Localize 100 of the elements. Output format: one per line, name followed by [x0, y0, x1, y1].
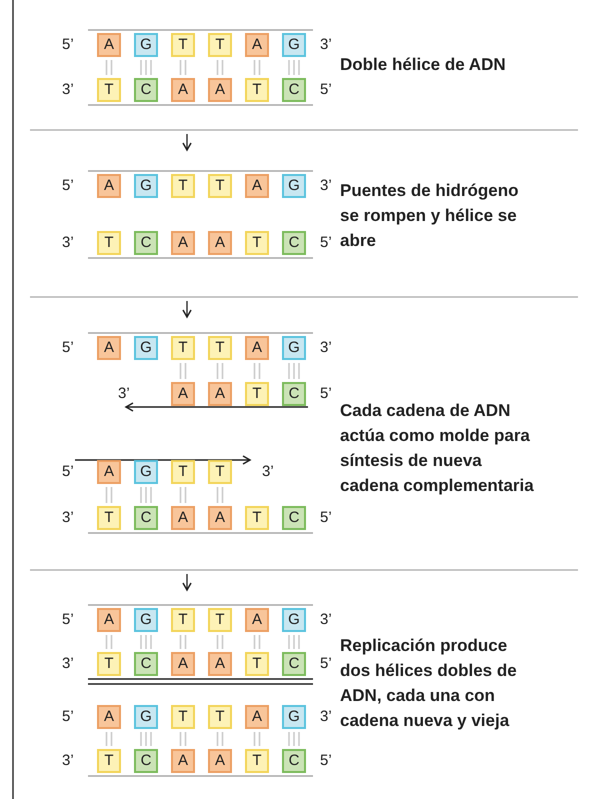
nucleotide-box: A [97, 705, 121, 729]
strand-end-label: 3’ [118, 385, 130, 402]
hydrogen-bond [216, 362, 224, 380]
nucleotide-box: A [97, 174, 121, 198]
nucleotide-box: A [171, 231, 195, 255]
nucleotide-box: C [134, 652, 158, 676]
nucleotide-box: A [245, 705, 269, 729]
nucleotide-box: T [97, 231, 121, 255]
hydrogen-bond [216, 634, 224, 650]
nucleotide-box: T [208, 608, 232, 632]
nucleotide-box: T [171, 336, 195, 360]
hydrogen-bond [216, 59, 224, 76]
nucleotide-box: G [134, 705, 158, 729]
nucleotide-box: T [171, 33, 195, 57]
hydrogen-bond [140, 59, 152, 76]
nucleotide-box: G [134, 460, 158, 484]
strand-end-label: 3’ [320, 339, 332, 356]
nucleotide-box: T [208, 174, 232, 198]
hydrogen-bond [106, 59, 112, 76]
nucleotide-box: T [208, 705, 232, 729]
hydrogen-bond [180, 731, 186, 747]
strand-end-label: 3’ [320, 611, 332, 628]
nucleotide-box: A [208, 652, 232, 676]
nucleotide-box: A [245, 33, 269, 57]
strand-end-label: 5’ [320, 509, 332, 526]
nucleotide-box: A [171, 652, 195, 676]
nucleotide-box: G [282, 705, 306, 729]
nucleotide-box: C [134, 78, 158, 102]
hydrogen-bond [140, 634, 152, 650]
hydrogen-bond [288, 59, 300, 76]
nucleotide-box: T [171, 174, 195, 198]
hydrogen-bond [180, 634, 186, 650]
strand-end-label: 3’ [320, 708, 332, 725]
hydrogen-bond [180, 486, 186, 504]
nucleotide-box: A [208, 382, 232, 406]
description-text: Cada cadena de ADN actúa como molde para síntesis de nueva cadena complementaria [340, 400, 535, 497]
nucleotide-box: T [245, 78, 269, 102]
hydrogen-bond [254, 731, 260, 747]
nucleotide-box: A [245, 174, 269, 198]
nucleotide-box: A [208, 231, 232, 255]
hydrogen-bond [254, 362, 260, 380]
nucleotide-box: T [245, 382, 269, 406]
strand-end-label: 3’ [320, 177, 332, 194]
strand-end-label: 3’ [62, 655, 74, 672]
hydrogen-bond [254, 634, 260, 650]
nucleotide-box: A [97, 460, 121, 484]
hydrogen-bond [140, 486, 152, 504]
description-text: Puentes de hidrógeno se rompen y hélice se abre [340, 180, 520, 252]
nucleotide-box: A [245, 608, 269, 632]
strand-end-label: 5’ [62, 339, 74, 356]
strand-end-label: 5’ [62, 463, 74, 480]
nucleotide-box: G [134, 608, 158, 632]
nucleotide-box: G [282, 336, 306, 360]
nucleotide-box: T [97, 506, 121, 530]
nucleotide-box: T [208, 33, 232, 57]
nucleotide-box: C [134, 749, 158, 773]
nucleotide-box: T [171, 608, 195, 632]
nucleotide-box: C [282, 652, 306, 676]
nucleotide-box: C [282, 749, 306, 773]
hydrogen-bond [140, 731, 152, 747]
hydrogen-bond [106, 731, 112, 747]
nucleotide-box: A [171, 749, 195, 773]
hydrogen-bond [288, 731, 300, 747]
strand-end-label: 3’ [62, 752, 74, 769]
nucleotide-box: T [208, 336, 232, 360]
strand-end-label: 5’ [62, 611, 74, 628]
nucleotide-box: T [245, 231, 269, 255]
nucleotide-box: T [208, 460, 232, 484]
nucleotide-box: T [97, 78, 121, 102]
nucleotide-box: A [245, 336, 269, 360]
nucleotide-box: C [282, 382, 306, 406]
nucleotide-box: T [97, 652, 121, 676]
strand-end-label: 3’ [62, 81, 74, 98]
hydrogen-bond [288, 362, 300, 380]
hydrogen-bond [254, 59, 260, 76]
hydrogen-bond [106, 634, 112, 650]
strand-end-label: 5’ [320, 234, 332, 251]
hydrogen-bond [180, 59, 186, 76]
nucleotide-box: G [282, 33, 306, 57]
nucleotide-box: A [171, 506, 195, 530]
nucleotide-box: G [282, 608, 306, 632]
nucleotide-box: C [282, 78, 306, 102]
strand-end-label: 5’ [62, 177, 74, 194]
nucleotide-box: C [134, 506, 158, 530]
hydrogen-bond [288, 634, 300, 650]
description-text: Replicación produce dos hélices dobles de ADN, cada una con cadena nueva y vieja [340, 635, 518, 732]
hydrogen-bond [180, 362, 186, 380]
nucleotide-box: A [171, 78, 195, 102]
strand-end-label: 5’ [62, 708, 74, 725]
strand-end-label: 5’ [62, 36, 74, 53]
hydrogen-bond [106, 486, 112, 504]
strand-end-label: 3’ [62, 509, 74, 526]
hydrogen-bond [216, 731, 224, 747]
nucleotide-box: A [208, 749, 232, 773]
strand-end-label: 5’ [320, 385, 332, 402]
nucleotide-box: C [282, 506, 306, 530]
nucleotide-box: T [245, 652, 269, 676]
nucleotide-box: G [134, 33, 158, 57]
nucleotide-box: A [97, 33, 121, 57]
nucleotide-box: A [97, 608, 121, 632]
